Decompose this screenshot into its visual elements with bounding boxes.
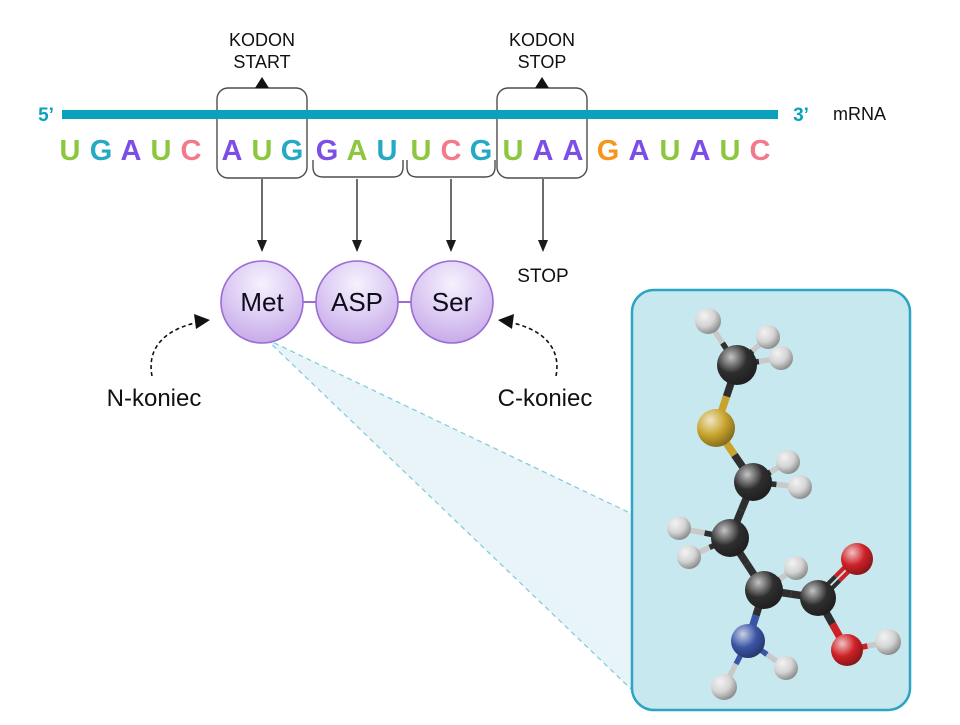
- nucleotide-19: A: [629, 135, 650, 167]
- atom-o-17: [841, 543, 873, 575]
- nucleotide-16: A: [533, 135, 554, 167]
- atom-o-18: [831, 634, 863, 666]
- atom-s-4: [697, 409, 735, 447]
- kodon-stop-line1: KODON: [509, 30, 575, 50]
- nucleotide-17: A: [563, 135, 584, 167]
- amino-acid-asp: [315, 260, 399, 344]
- atom-h-12: [784, 556, 808, 580]
- peptide-chain: Met ASP Ser: [220, 260, 494, 344]
- nucleotide-13: C: [441, 135, 462, 167]
- atom-n-13: [731, 624, 765, 658]
- nucleotide-22: U: [720, 135, 741, 167]
- nucleotide-11: U: [377, 135, 398, 167]
- molecule-inset-box: [630, 288, 912, 712]
- nucleotide-7: U: [252, 135, 273, 167]
- n-terminus-arrow: [150, 322, 196, 377]
- nucleotide-23: C: [750, 135, 771, 167]
- nucleotide-10: A: [347, 135, 368, 167]
- atom-h-3: [769, 346, 793, 370]
- atom-h-10: [677, 545, 701, 569]
- kodon-start-line1: KODON: [229, 30, 295, 50]
- nucleotide-21: A: [690, 135, 711, 167]
- c-terminus-arrowhead-icon: [498, 314, 514, 329]
- nucleotide-5: C: [181, 135, 202, 167]
- nucleotide-3: A: [121, 135, 142, 167]
- amino-acid-met: [220, 260, 304, 344]
- lens-edge-bottom: [265, 338, 633, 691]
- three-prime-label: 3’: [793, 105, 809, 126]
- nucleotide-8: G: [281, 135, 304, 167]
- five-prime-label: 5’: [38, 105, 54, 126]
- stop-codon-pointer-icon: [535, 77, 549, 88]
- atom-h-15: [774, 656, 798, 680]
- mrna-strand-bar: [62, 110, 778, 119]
- n-terminus-label: N-koniec: [107, 385, 202, 412]
- kodon-start-line2: START: [233, 52, 290, 72]
- c-terminus-label: C-koniec: [498, 385, 593, 412]
- nucleotide-15: U: [503, 135, 524, 167]
- codon-arrows: [257, 179, 548, 252]
- atom-c-0: [717, 345, 757, 385]
- start-codon-pointer-icon: [255, 77, 269, 88]
- atom-c-16: [800, 580, 836, 616]
- mrna-label: mRNA: [833, 104, 886, 124]
- n-terminus-arrowhead-icon: [194, 314, 210, 329]
- codon3-bracket: [406, 160, 496, 178]
- atom-h-2: [756, 325, 780, 349]
- methionine-molecule: [667, 308, 901, 700]
- atom-c-8: [711, 519, 749, 557]
- atom-h-7: [788, 475, 812, 499]
- amino-acid-met-label: Met: [240, 287, 284, 317]
- kodon-stop-line2: STOP: [518, 52, 567, 72]
- atom-h-6: [776, 450, 800, 474]
- nucleotide-9: G: [316, 135, 339, 167]
- nucleotide-1: U: [60, 135, 81, 167]
- amino-acid-ser-label: Ser: [432, 287, 473, 317]
- codon2-bracket: [312, 160, 404, 178]
- lens-edge-top: [265, 338, 633, 515]
- amino-acid-asp-label: ASP: [331, 287, 383, 317]
- atom-h-14: [711, 674, 737, 700]
- atom-h-19: [875, 629, 901, 655]
- nucleotide-4: U: [151, 135, 172, 167]
- nucleotide-6: A: [222, 135, 243, 167]
- nucleotide-2: G: [90, 135, 113, 167]
- nucleotide-20: U: [660, 135, 681, 167]
- atom-h-9: [667, 516, 691, 540]
- stop-result-label: STOP: [517, 266, 568, 287]
- nucleotide-12: U: [411, 135, 432, 167]
- amino-acid-ser: [410, 260, 494, 344]
- c-terminus-arrow: [512, 322, 558, 377]
- nucleotide-18: G: [597, 135, 620, 167]
- atom-c-5: [734, 463, 772, 501]
- nucleotide-14: G: [470, 135, 493, 167]
- atom-c-11: [745, 571, 783, 609]
- atom-h-1: [695, 308, 721, 334]
